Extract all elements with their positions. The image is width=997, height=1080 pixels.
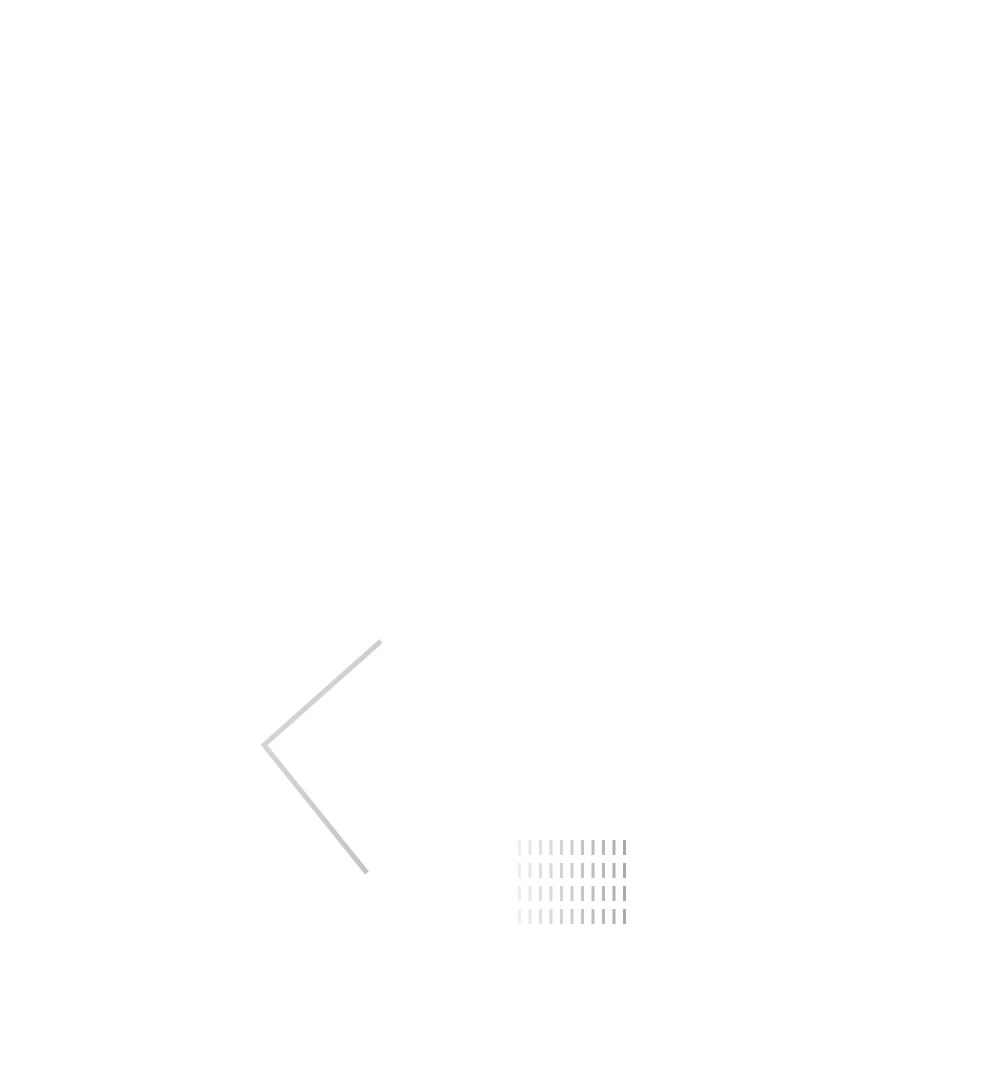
pattern-dash-r2-c6 (570, 863, 574, 878)
pattern-dash-r3-c10 (612, 886, 616, 901)
pattern-dash-r4-c1 (518, 909, 521, 924)
pattern-dash-r2-c8 (591, 863, 595, 878)
pattern-dash-r4-c8 (591, 909, 595, 924)
pattern-dash-r2-c5 (560, 863, 563, 878)
pattern-dash-r3-c9 (602, 886, 605, 901)
pattern-dash-r3-c4 (549, 886, 553, 901)
pattern-dash-r3-c8 (591, 886, 595, 901)
pattern-dash-r1-c11 (623, 840, 626, 855)
pattern-dash-r3-c3 (539, 886, 542, 901)
pattern-dash-r1-c9 (602, 840, 605, 855)
pattern-dash-r2-c7 (581, 863, 584, 878)
pattern-dash-r3-c11 (623, 886, 626, 901)
pattern-dash-r4-c3 (539, 909, 542, 924)
pattern-dash-r3-c7 (581, 886, 584, 901)
pattern-dash-r2-c11 (623, 863, 626, 878)
pattern-dash-r3-c5 (560, 886, 563, 901)
pattern-dash-r1-c6 (570, 840, 574, 855)
pattern-dash-r4-c10 (612, 909, 616, 924)
pattern-dash-r4-c6 (570, 909, 574, 924)
pattern-dash-r4-c5 (560, 909, 563, 924)
pattern-dash-r2-c4 (549, 863, 553, 878)
dashed-grid-pattern (518, 840, 626, 924)
pattern-dash-r1-c2 (528, 840, 532, 855)
pattern-dash-r4-c4 (549, 909, 553, 924)
pattern-dash-r4-c7 (581, 909, 584, 924)
pattern-dash-r2-c9 (602, 863, 605, 878)
pattern-dash-r4-c2 (528, 909, 532, 924)
pattern-dash-r2-c10 (612, 863, 616, 878)
pattern-dash-r1-c10 (612, 840, 616, 855)
pattern-dash-r2-c3 (539, 863, 542, 878)
pattern-dash-r4-c9 (602, 909, 605, 924)
pattern-dash-r1-c8 (591, 840, 595, 855)
pattern-dash-r3-c2 (528, 886, 532, 901)
pattern-dash-r3-c1 (518, 886, 521, 901)
pattern-dash-r1-c3 (539, 840, 542, 855)
pattern-dash-r2-c2 (528, 863, 532, 878)
pattern-dash-r1-c7 (581, 840, 584, 855)
pattern-dash-r2-c1 (518, 863, 521, 878)
pattern-dash-r1-c5 (560, 840, 563, 855)
pattern-dash-r4-c11 (623, 909, 626, 924)
chevron-left-icon (260, 639, 383, 875)
pattern-dash-r1-c1 (518, 840, 521, 855)
pattern-dash-r3-c6 (570, 886, 574, 901)
pattern-dash-r1-c4 (549, 840, 553, 855)
